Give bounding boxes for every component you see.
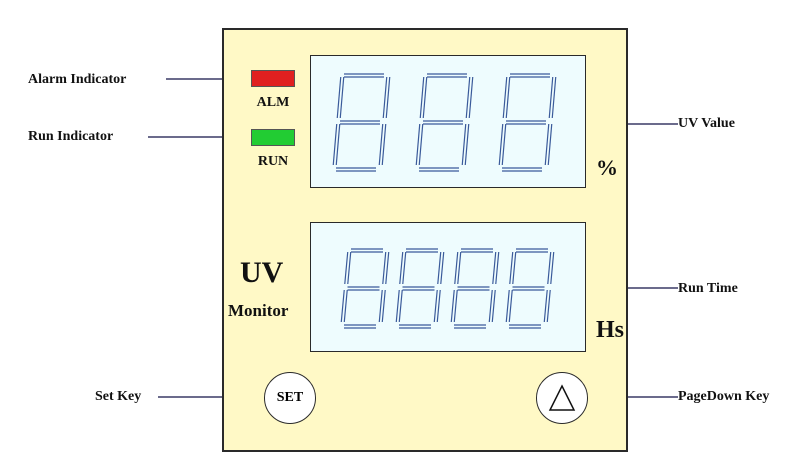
digit-3-seg-b	[551, 76, 557, 119]
digit-4-seg-b	[547, 251, 552, 285]
uv-seven-segment-digits	[332, 73, 557, 172]
digit-3-seg-e	[501, 123, 507, 166]
digit-4-seg-c	[546, 289, 551, 323]
digit-2-seg-e	[398, 289, 403, 323]
alm-label: ALM	[256, 95, 290, 110]
digit-2-seg-b	[468, 76, 474, 119]
time-seven-segment-digits	[340, 248, 555, 329]
digit-1-seg-c	[378, 123, 384, 166]
digit-3-seg-f	[505, 76, 511, 119]
callout-pagedown-key: PageDown Key	[678, 389, 770, 404]
digit-4-seg-f	[512, 251, 517, 285]
digit-4-seg-b	[550, 251, 555, 285]
digit-3-seg-c	[544, 123, 550, 166]
callout-run-indicator: Run Indicator	[28, 129, 114, 144]
digit-4-seg-c	[543, 289, 548, 323]
callout-alarm-indicator: Alarm Indicator	[28, 72, 127, 87]
digit-2-seg-e	[415, 123, 421, 166]
digit-1-seg-f	[347, 251, 352, 285]
digit-2-seg-c	[464, 123, 470, 166]
digit-3-seg-b	[548, 76, 554, 119]
digit-1-seg-f	[339, 76, 345, 119]
digit-2-seg-c	[461, 123, 467, 166]
run-time-display	[310, 222, 586, 352]
digit-1-seg-e	[332, 123, 338, 166]
digit-1-seg-b	[382, 251, 387, 285]
digit-2-seg-b	[465, 76, 471, 119]
uv-unit: %	[596, 155, 618, 180]
digit-1-seg-b	[385, 251, 390, 285]
digit-3-seg-c	[547, 123, 553, 166]
monitor-title: Monitor	[228, 301, 289, 320]
digit-1-seg-b	[385, 76, 391, 119]
callout-run-time: Run Time	[678, 281, 738, 296]
digit-2-seg-f	[419, 76, 425, 119]
set-key[interactable]: SET	[264, 372, 316, 424]
digit-3-seg-b	[492, 251, 497, 285]
uv-title: UV	[240, 256, 284, 289]
digit-1-seg-f	[336, 76, 342, 119]
digit-3-seg-e	[450, 289, 455, 323]
digit-2-seg-b	[437, 251, 442, 285]
alarm-led	[251, 70, 295, 87]
callout-set-key: Set Key	[95, 389, 142, 404]
digit-2-seg-f	[402, 251, 407, 285]
digit-3-seg-f	[502, 76, 508, 119]
digit-1-seg-e	[340, 289, 345, 323]
digit-1-seg-f	[344, 251, 349, 285]
digit-2-seg-f	[399, 251, 404, 285]
digit-2-seg-f	[422, 76, 428, 119]
run-label: RUN	[257, 154, 289, 169]
time-unit: Hs	[596, 317, 625, 343]
run-led	[251, 129, 295, 146]
digit-2-seg-c	[436, 289, 441, 323]
digit-1-seg-c	[381, 289, 386, 323]
digit-3-seg-c	[488, 289, 493, 323]
digit-1-seg-c	[381, 123, 387, 166]
digit-1-seg-c	[378, 289, 383, 323]
digit-4-seg-e	[508, 289, 513, 323]
digit-4-seg-e	[505, 289, 510, 323]
digit-3-seg-e	[498, 123, 504, 166]
callout-uv-value: UV Value	[678, 116, 735, 131]
uv-value-display	[310, 55, 586, 188]
digit-3-seg-e	[453, 289, 458, 323]
set-key-label: SET	[276, 390, 304, 405]
digit-3-seg-c	[491, 289, 496, 323]
digit-2-seg-e	[395, 289, 400, 323]
digit-2-seg-c	[433, 289, 438, 323]
digit-3-seg-f	[457, 251, 462, 285]
digit-4-seg-f	[509, 251, 514, 285]
digit-3-seg-f	[454, 251, 459, 285]
pagedown-key[interactable]	[536, 372, 588, 424]
digit-1-seg-b	[382, 76, 388, 119]
digit-2-seg-b	[440, 251, 445, 285]
digit-1-seg-e	[343, 289, 348, 323]
digit-1-seg-e	[335, 123, 341, 166]
digit-3-seg-b	[495, 251, 500, 285]
triangle-up-icon	[548, 384, 576, 411]
digit-2-seg-e	[418, 123, 424, 166]
